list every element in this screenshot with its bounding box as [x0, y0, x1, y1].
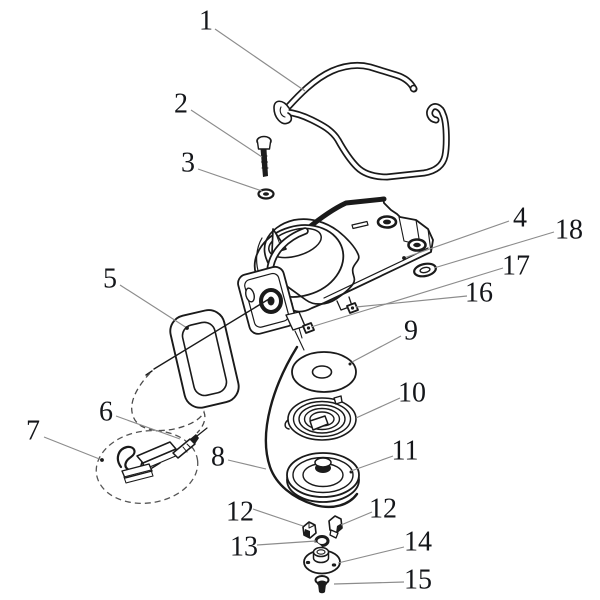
leader-line-3 — [197, 168, 263, 192]
leader-line-18 — [433, 231, 555, 269]
detail-dashed-ellipse — [95, 430, 199, 504]
part-clip-17 — [302, 322, 315, 334]
handle-end-loop — [273, 100, 293, 125]
leader-line-15 — [333, 581, 405, 585]
detail-circle-grip — [95, 430, 199, 504]
housing-cam-assembly — [237, 218, 360, 351]
part-clip-16 — [346, 302, 359, 314]
leader-line-14 — [337, 546, 405, 564]
leader-dot-7 — [100, 458, 104, 462]
part-rope-anchor — [172, 427, 208, 459]
callout-label-3-2: 3 — [181, 148, 195, 179]
leader-line-11 — [350, 455, 394, 472]
part-pawl-left — [302, 521, 317, 539]
leader-line-5 — [119, 284, 188, 329]
callout-label-2-1: 2 — [174, 89, 188, 120]
callout-label-7-12: 7 — [26, 416, 40, 447]
housing-foot-bracket — [285, 311, 306, 331]
part-bolt — [256, 135, 272, 177]
callout-label-11-10: 11 — [392, 436, 419, 467]
callout-label-18-4: 18 — [555, 215, 583, 246]
leader-line-8 — [227, 459, 267, 470]
part-washer — [257, 188, 275, 200]
rope-path-line — [131, 298, 270, 434]
part-grommet — [413, 262, 437, 278]
part-starter-rope — [264, 345, 359, 509]
part-handle-bail — [273, 61, 450, 181]
part-guide-plate — [303, 546, 341, 575]
callout-label-10-9: 10 — [398, 378, 426, 409]
rope-eyelet — [407, 238, 427, 252]
part-rope-pulley — [286, 452, 360, 503]
callout-label-8-13: 8 — [211, 442, 225, 473]
leader-line-6 — [115, 415, 181, 440]
leader-dot-4 — [402, 256, 406, 260]
callout-label-6-11: 6 — [99, 397, 113, 428]
callout-label-17-5: 17 — [502, 251, 530, 282]
leader-line-10 — [355, 397, 401, 419]
leader-line-13 — [256, 540, 317, 546]
callout-label-15-18: 15 — [404, 565, 432, 596]
callout-label-12-14: 12 — [226, 497, 254, 528]
callout-label-9-8: 9 — [404, 316, 418, 347]
leader-line-2 — [190, 109, 263, 158]
leader-line-17 — [310, 267, 504, 328]
part-retainer-ring — [314, 535, 330, 549]
leader-line-12 — [340, 511, 373, 526]
callout-label-16-6: 16 — [465, 278, 493, 309]
rope-eyelet — [376, 215, 398, 229]
part-center-screw — [314, 575, 330, 594]
grip-body — [136, 441, 177, 464]
part-recoil-spring — [284, 395, 357, 441]
part-seal-frame — [169, 309, 240, 409]
callout-label-4-3: 4 — [513, 203, 527, 234]
leader-line-7 — [43, 436, 103, 461]
leader-line-16 — [355, 295, 468, 308]
callout-label-5-7: 5 — [103, 264, 117, 295]
callout-label-14-17: 14 — [404, 527, 432, 558]
callout-label-1-0: 1 — [199, 6, 213, 37]
part-pawl-right — [328, 515, 343, 539]
leader-dot-5 — [185, 326, 189, 330]
leader-line-4 — [403, 220, 510, 259]
leader-line-12 — [252, 508, 304, 527]
part-friction-plate — [291, 351, 357, 393]
leader-line-1 — [214, 28, 306, 92]
callout-label-13-16: 13 — [230, 532, 258, 563]
callout-label-12-15: 12 — [369, 494, 397, 525]
leader-line-9 — [351, 335, 402, 363]
